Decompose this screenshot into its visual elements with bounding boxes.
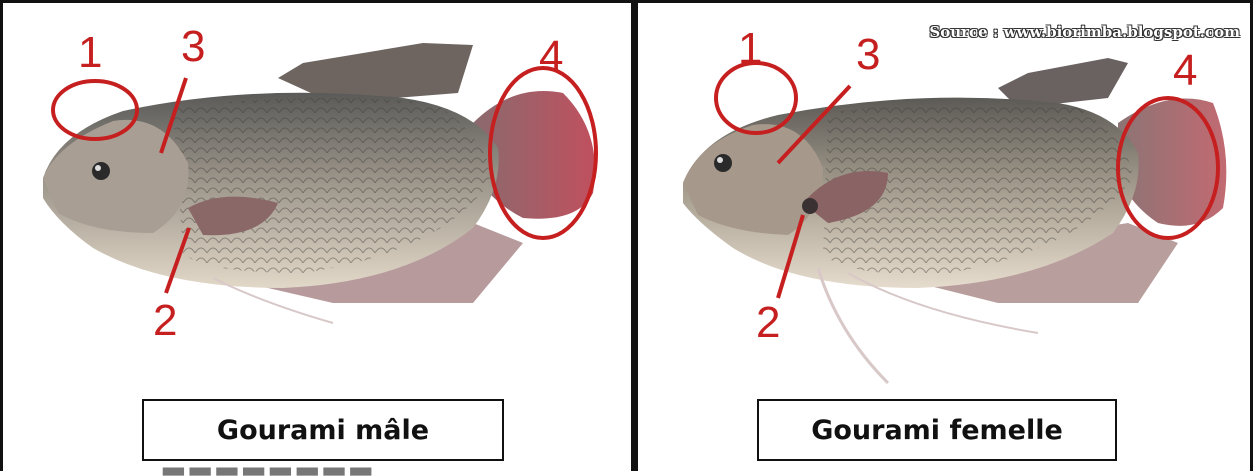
caption-female: Gourami femelle <box>757 399 1117 461</box>
label-1: 1 <box>738 27 762 71</box>
source-credit: Source : www.biorimba.blogspot.com <box>929 23 1240 41</box>
label-2: 2 <box>153 299 177 343</box>
male-panel: 1 2 3 4 ▂▂▂▂▂▂▂▂ Gourami mâle <box>3 3 631 471</box>
label-4: 4 <box>539 35 563 79</box>
fish-eye <box>714 154 732 172</box>
panel-divider <box>631 0 638 471</box>
label-2: 2 <box>756 301 780 345</box>
fish-eye <box>92 162 110 180</box>
label-3: 3 <box>856 33 880 77</box>
label-4: 4 <box>1173 49 1197 93</box>
caption-male: Gourami mâle <box>142 399 504 461</box>
label-3: 3 <box>181 25 205 69</box>
label-1: 1 <box>78 31 102 75</box>
female-panel: 1 2 3 4 Source : www.biorimba.blogspot.c… <box>638 3 1250 471</box>
